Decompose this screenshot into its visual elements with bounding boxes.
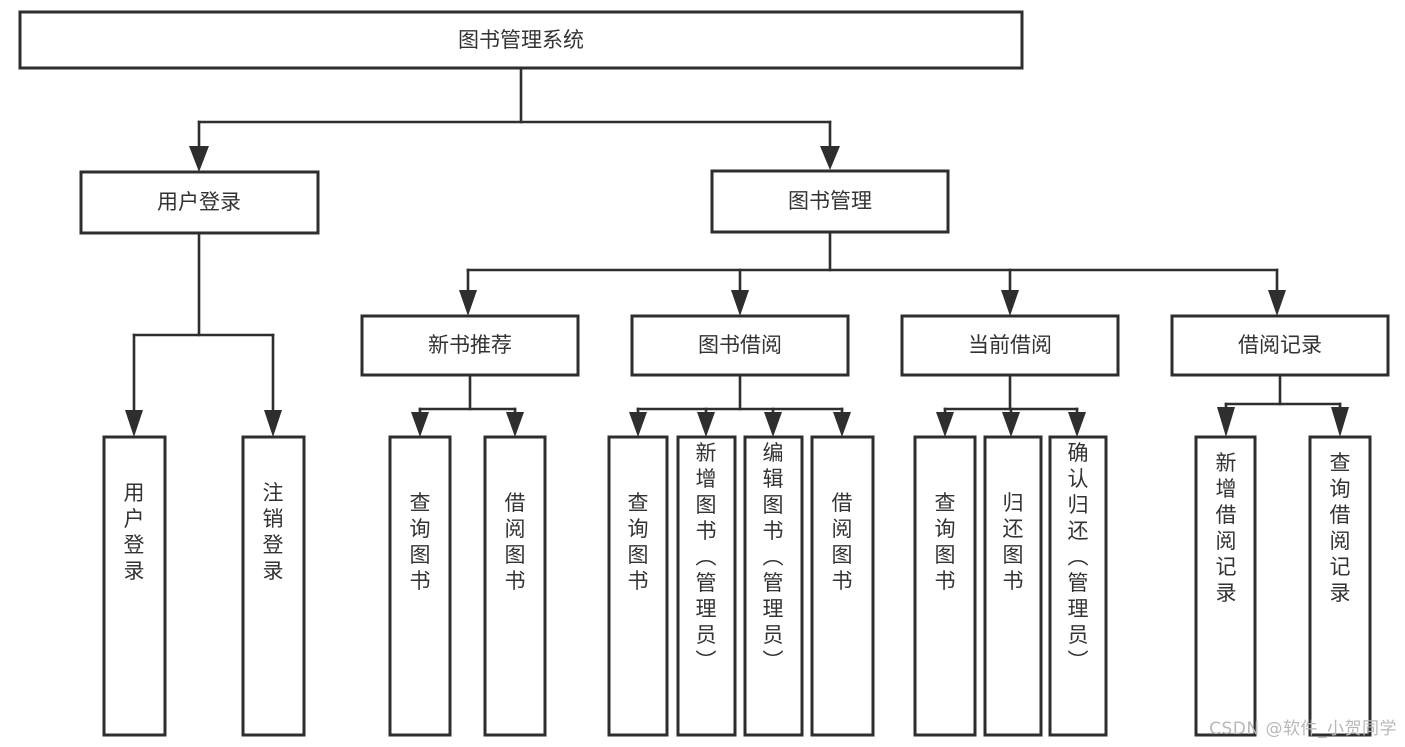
node-leaf-query-record-box[interactable]	[1308, 435, 1372, 737]
node-new-book-recommend-label: 新书推荐	[428, 333, 512, 357]
node-leaf-query-book-3[interactable]: 查询图书	[913, 435, 977, 737]
node-leaf-borrow-book-2-box[interactable]	[810, 435, 875, 737]
node-leaf-borrow-book-2-label: 借阅图书	[832, 491, 853, 593]
node-leaf-logout-login[interactable]: 注销登录	[241, 435, 306, 737]
node-leaf-user-login[interactable]: 用户登录	[102, 435, 167, 737]
node-leaf-query-record[interactable]: 查询借阅记录	[1308, 435, 1372, 737]
arrow-leaf-query-record	[1331, 407, 1349, 437]
node-user-login[interactable]: 用户登录	[79, 170, 320, 235]
arrow-leaf-borrow-book-2	[833, 412, 851, 437]
node-leaf-edit-book-label: 编辑图书︵管理员︶	[763, 441, 784, 673]
arrow-leaf-add-record	[1217, 407, 1235, 437]
node-borrow-record-label: 借阅记录	[1238, 333, 1322, 357]
node-leaf-borrow-book-2[interactable]: 借阅图书	[810, 435, 875, 737]
node-leaf-confirm-return[interactable]: 确认归还︵管理员︶	[1048, 435, 1108, 737]
node-leaf-add-record[interactable]: 新增借阅记录	[1194, 435, 1257, 737]
node-root-label: 图书管理系统	[458, 28, 584, 52]
node-current-borrow-box[interactable]	[900, 314, 1120, 377]
arrow-leaf-borrow-book-1	[506, 412, 524, 437]
node-leaf-query-book-2[interactable]: 查询图书	[607, 435, 669, 737]
node-leaf-query-book-1-label: 查询图书	[410, 491, 431, 593]
node-book-management-box[interactable]	[710, 169, 950, 234]
arrow-leaf-return-book	[1002, 412, 1020, 437]
node-leaf-add-book-box[interactable]	[676, 435, 737, 737]
node-leaf-return-book-box[interactable]	[983, 435, 1043, 737]
node-leaf-confirm-return-box[interactable]	[1048, 435, 1108, 737]
node-leaf-query-book-1-box[interactable]	[388, 435, 452, 737]
arrow-leaf-confirm-return	[1068, 412, 1086, 437]
node-leaf-return-book-label: 归还图书	[1003, 491, 1024, 593]
node-user-login-label: 用户登录	[157, 190, 241, 214]
arrow-leaf-edit-book	[764, 412, 782, 437]
arrow-book-management	[820, 146, 840, 170]
node-leaf-query-book-3-label: 查询图书	[935, 491, 956, 593]
node-leaf-user-login-label: 用户登录	[124, 481, 145, 583]
node-leaf-add-record-box[interactable]	[1194, 435, 1257, 737]
node-leaf-query-book-2-box[interactable]	[607, 435, 669, 737]
node-borrow-record-box[interactable]	[1170, 314, 1390, 377]
arrow-leaf-query-book-3	[936, 412, 954, 437]
node-leaf-query-record-label: 查询借阅记录	[1330, 451, 1351, 605]
arrow-new-book-recommend	[459, 290, 477, 316]
connector-layer	[125, 66, 1349, 437]
node-new-book-recommend[interactable]: 新书推荐	[360, 314, 580, 377]
arrow-user-login	[189, 146, 209, 172]
arrow-borrow-record	[1268, 290, 1286, 316]
node-leaf-query-book-1[interactable]: 查询图书	[388, 435, 452, 737]
node-book-borrow-box[interactable]	[630, 314, 850, 377]
node-root[interactable]: 图书管理系统	[18, 10, 1024, 70]
node-leaf-logout-login-box[interactable]	[241, 435, 306, 737]
node-leaf-edit-book-box[interactable]	[743, 435, 804, 737]
arrow-leaf-add-book	[697, 412, 715, 437]
arrow-book-borrow	[731, 290, 749, 316]
watermark-text: CSDN @软件_小贺同学	[1209, 719, 1397, 739]
node-leaf-add-book[interactable]: 新增图书︵管理员︶	[676, 435, 737, 737]
node-book-management-label: 图书管理	[788, 189, 872, 213]
node-leaf-borrow-book-1[interactable]: 借阅图书	[483, 435, 547, 737]
arrow-leaf-logout-login	[264, 410, 282, 437]
node-root-box[interactable]	[18, 10, 1024, 70]
node-book-management[interactable]: 图书管理	[710, 169, 950, 234]
node-leaf-query-book-3-box[interactable]	[913, 435, 977, 737]
node-leaf-add-book-label: 新增图书︵管理员︶	[696, 441, 717, 673]
node-leaf-borrow-book-1-label: 借阅图书	[505, 491, 526, 593]
node-book-borrow[interactable]: 图书借阅	[630, 314, 850, 377]
node-user-login-box[interactable]	[79, 170, 320, 235]
node-leaf-add-record-label: 新增借阅记录	[1216, 451, 1237, 605]
node-leaf-confirm-return-label: 确认归还︵管理员︶	[1068, 441, 1089, 673]
arrow-leaf-user-login	[125, 410, 143, 437]
arrow-leaf-query-book-1	[411, 412, 429, 437]
node-book-borrow-label: 图书借阅	[698, 333, 782, 357]
node-leaf-logout-login-label: 注销登录	[263, 481, 284, 583]
node-borrow-record[interactable]: 借阅记录	[1170, 314, 1390, 377]
node-leaf-borrow-book-1-box[interactable]	[483, 435, 547, 737]
node-leaf-user-login-box[interactable]	[102, 435, 167, 737]
node-leaf-return-book[interactable]: 归还图书	[983, 435, 1043, 737]
arrow-current-borrow	[1001, 290, 1019, 316]
node-leaf-edit-book[interactable]: 编辑图书︵管理员︶	[743, 435, 804, 737]
arrow-leaf-query-book-2	[629, 412, 647, 437]
node-current-borrow-label: 当前借阅	[968, 333, 1052, 357]
node-current-borrow[interactable]: 当前借阅	[900, 314, 1120, 377]
node-leaf-query-book-2-label: 查询图书	[628, 491, 649, 593]
node-new-book-recommend-box[interactable]	[360, 314, 580, 377]
